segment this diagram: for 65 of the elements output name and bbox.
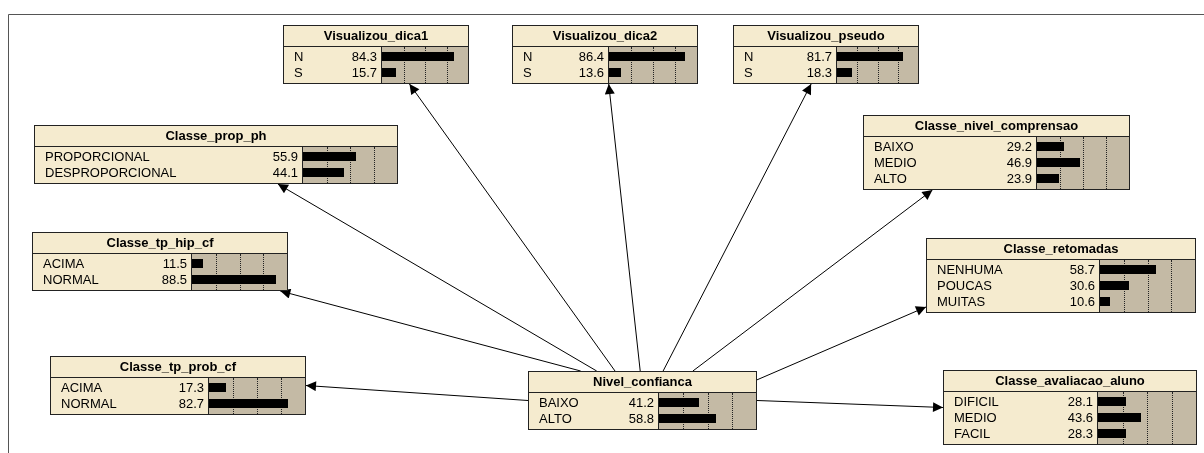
arrow (692, 189, 933, 372)
probability-value: 15.7 (351, 65, 377, 81)
arrow (279, 288, 582, 372)
network-node (34, 125, 398, 184)
state-label: ALTO (874, 171, 908, 187)
probability-value: 28.1 (1067, 394, 1093, 410)
arrow (756, 400, 944, 413)
probability-value: 55.9 (272, 149, 298, 165)
state-label: S (523, 65, 533, 81)
probability-value: 84.3 (351, 49, 377, 65)
state-label: N (523, 49, 534, 65)
state-label: FACIL (954, 426, 992, 442)
probability-value: 30.6 (1069, 278, 1095, 294)
probability-value: 17.3 (178, 380, 204, 396)
network-node (50, 356, 306, 415)
arrow (756, 306, 927, 381)
state-label: BAIXO (539, 395, 580, 411)
state-label: ALTO (539, 411, 573, 427)
arrow (409, 83, 616, 372)
probability-value: 11.5 (162, 256, 187, 272)
state-label: NENHUMA (937, 262, 1004, 278)
probability-value: 10.6 (1069, 294, 1095, 310)
network-node (863, 115, 1130, 190)
state-label: S (294, 65, 304, 81)
network-node (943, 370, 1197, 445)
probability-value: 58.8 (628, 411, 654, 427)
network-node (512, 25, 698, 84)
state-label: PROPORCIONAL (45, 149, 151, 165)
arrow (305, 381, 529, 401)
arrow (604, 83, 641, 372)
state-label: BAIXO (874, 139, 915, 155)
probability-value: 88.5 (161, 272, 187, 288)
probability-value: 86.4 (578, 49, 604, 65)
probability-value: 23.9 (1006, 171, 1032, 187)
state-label: N (744, 49, 755, 65)
probability-value: 82.7 (178, 396, 204, 412)
state-label: MEDIO (874, 155, 918, 171)
network-node (926, 238, 1196, 313)
network-node (283, 25, 469, 84)
probability-value: 81.7 (806, 49, 832, 65)
state-label: N (294, 49, 305, 65)
probability-value: 13.6 (578, 65, 604, 81)
probability-value: 18.3 (806, 65, 832, 81)
state-label: POUCAS (937, 278, 993, 294)
probability-value: 28.3 (1067, 426, 1093, 442)
network-node (32, 232, 288, 291)
probability-value: 58.7 (1069, 262, 1095, 278)
network-node (733, 25, 919, 84)
arrow (662, 83, 812, 372)
state-label: ACIMA (61, 380, 104, 396)
state-label: MEDIO (954, 410, 998, 426)
probability-value: 44.1 (272, 165, 298, 181)
state-label: MUITAS (937, 294, 987, 310)
state-label: NORMAL (43, 272, 100, 288)
probability-value: 29.2 (1006, 139, 1032, 155)
probability-value: 46.9 (1006, 155, 1032, 171)
network-node (528, 371, 757, 430)
arrow (277, 183, 598, 372)
probability-value: 43.6 (1067, 410, 1093, 426)
state-label: DESPROPORCIONAL (45, 165, 178, 181)
state-label: ACIMA (43, 256, 86, 272)
state-label: DIFICIL (954, 394, 1000, 410)
probability-value: 41.2 (628, 395, 654, 411)
state-label: NORMAL (61, 396, 118, 412)
state-label: S (744, 65, 754, 81)
